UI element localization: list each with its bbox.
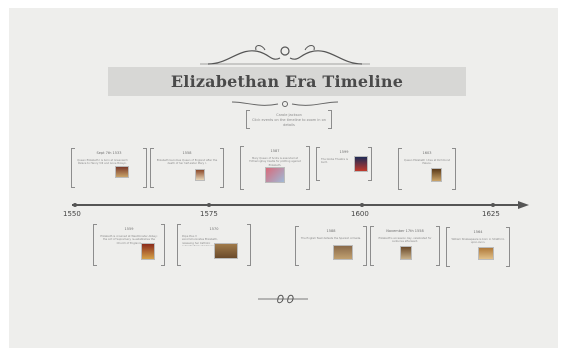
right-bracket: [368, 147, 372, 181]
timeline-arrow-icon: [518, 201, 529, 209]
left-bracket: [71, 148, 75, 188]
left-bracket: [93, 224, 97, 266]
event-description: Pope Pius V excommunicates Elizabeth, re…: [182, 235, 218, 246]
left-bracket: [150, 148, 154, 188]
event-frame[interactable]: 1599 The Globe Theatre is built.: [316, 147, 372, 181]
left-bracket: [240, 146, 244, 190]
right-bracket: [506, 227, 510, 267]
tick-1550: [73, 203, 77, 207]
event-thumbnail: [333, 245, 353, 260]
event-frame[interactable]: November 17th 1558 Elizabeth's accession…: [370, 226, 440, 266]
right-bracket: [143, 148, 147, 188]
event-date: Sept 7th 1533: [96, 151, 122, 155]
footer-flourish-icon: [258, 294, 308, 304]
event-description: Mary Queen of Scots is executed at Fothe…: [249, 157, 301, 167]
left-bracket: [177, 224, 181, 266]
subtitle-box[interactable]: Carole Jackson Click events on the timel…: [246, 110, 332, 129]
right-bracket: [220, 148, 224, 188]
right-bracket: [161, 224, 165, 266]
event-date: 1564: [473, 230, 483, 234]
event-date: 1599: [339, 150, 349, 154]
event-frame[interactable]: 1559 Elizabeth is crowned at Westminster…: [93, 224, 165, 266]
event-frame[interactable]: 1558 Elizabeth becomes Queen of England …: [150, 148, 224, 188]
event-date: 1558: [182, 151, 192, 155]
event-description: Elizabeth is crowned at Westminster Abbe…: [100, 235, 158, 245]
right-bracket: [363, 226, 367, 266]
event-description: Queen Elizabeth I is born at Greenwich P…: [77, 159, 128, 166]
event-date: 1588: [326, 229, 336, 233]
event-thumbnail: [478, 247, 494, 260]
event-frame[interactable]: 1564 William Shakespeare is born in Stra…: [446, 227, 510, 267]
right-bracket: [306, 146, 310, 190]
event-date: 1570: [209, 227, 219, 231]
left-bracket: [246, 110, 250, 129]
event-thumbnail: [115, 166, 129, 178]
subtitle-line1: Carole Jackson: [276, 113, 302, 117]
event-thumbnail: [195, 169, 205, 181]
year-label: 1600: [351, 210, 369, 218]
event-frame[interactable]: 1570 Pope Pius V excommunicates Elizabet…: [177, 224, 251, 266]
tick-1600: [360, 203, 364, 207]
event-description: William Shakespeare is born in Stratford…: [451, 238, 505, 245]
right-bracket: [328, 110, 332, 129]
event-description: Elizabeth's accession day, celebrated fo…: [378, 237, 432, 244]
event-description: Elizabeth becomes Queen of England after…: [156, 159, 218, 166]
event-description: The English fleet defeats the Spanish Ar…: [300, 237, 362, 240]
event-thumbnail: [141, 243, 155, 260]
event-frame[interactable]: 1603 Queen Elizabeth I dies at Richmond …: [398, 148, 456, 190]
event-frame[interactable]: 1588 The English fleet defeats the Spani…: [295, 226, 367, 266]
event-frame[interactable]: 1587 Mary Queen of Scots is executed at …: [240, 146, 310, 190]
event-description: The Globe Theatre is built.: [321, 158, 348, 165]
event-date: 1559: [124, 227, 134, 231]
event-thumbnail: [265, 167, 285, 183]
tick-1625: [491, 203, 495, 207]
event-date: November 17th 1558: [386, 229, 424, 233]
event-description: Queen Elizabeth I dies at Richmond Palac…: [403, 159, 451, 166]
event-frame[interactable]: Sept 7th 1533 Queen Elizabeth I is born …: [71, 148, 147, 188]
timeline-axis: [72, 204, 520, 206]
left-bracket: [370, 226, 374, 266]
event-thumbnail: [431, 168, 442, 182]
right-bracket: [247, 224, 251, 266]
event-thumbnail: [214, 243, 238, 259]
tick-1575: [207, 203, 211, 207]
subtitle-line2: Click events on the timeline to zoom in …: [252, 118, 326, 127]
page-title: Elizabethan Era Timeline: [170, 72, 404, 91]
left-bracket: [316, 147, 320, 181]
right-bracket: [452, 148, 456, 190]
year-label: 1575: [200, 210, 218, 218]
event-thumbnail: [354, 156, 368, 172]
year-label: 1625: [482, 210, 500, 218]
event-date: 1587: [270, 149, 280, 153]
right-bracket: [436, 226, 440, 266]
year-label: 1550: [63, 210, 81, 218]
left-bracket: [295, 226, 299, 266]
top-flourish-icon: [200, 45, 370, 65]
title-banner[interactable]: Elizabethan Era Timeline: [108, 67, 466, 96]
left-bracket: [446, 227, 450, 267]
left-bracket: [398, 148, 402, 190]
event-thumbnail: [400, 246, 412, 260]
bottom-flourish-icon: [231, 101, 339, 107]
event-date: 1603: [422, 151, 432, 155]
